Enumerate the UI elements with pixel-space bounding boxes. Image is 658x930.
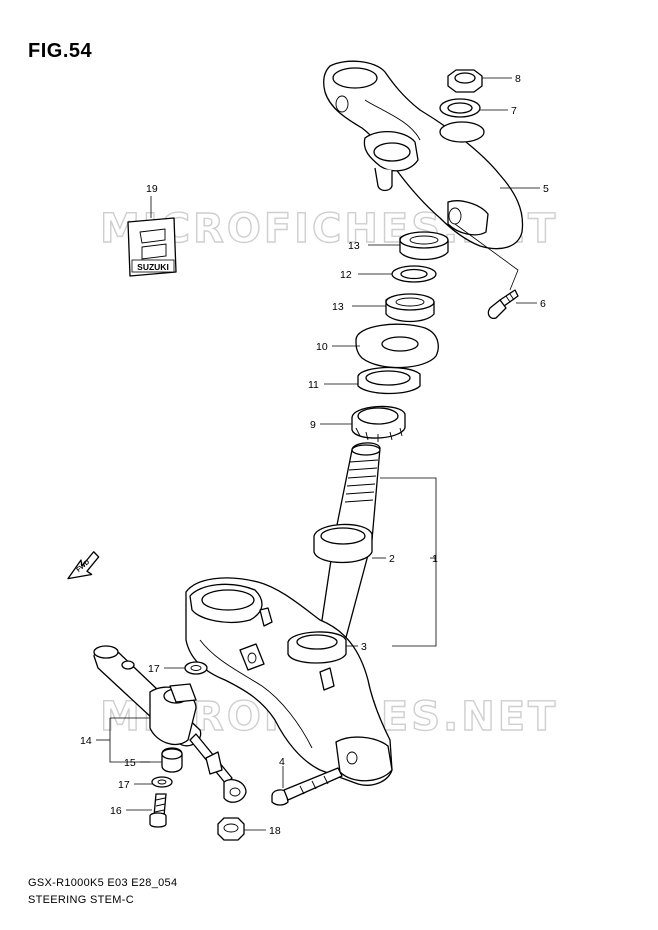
callout-9: 9	[310, 419, 316, 431]
bearing-race[interactable]	[357, 366, 421, 395]
footer-model-code: GSX-R1000K5 E03 E28_054	[28, 877, 178, 889]
lock-washer[interactable]	[391, 265, 437, 283]
footer-section-title: STEERING STEM-C	[28, 894, 134, 906]
emblem-brand-text: SUZUKI	[137, 262, 169, 272]
callout-5: 5	[543, 183, 549, 195]
damper-mounting-bolt[interactable]	[149, 793, 167, 828]
steering-damper[interactable]	[93, 645, 247, 803]
callout-3: 3	[361, 641, 367, 653]
steering-stem-lock-nut-lower[interactable]	[385, 293, 435, 323]
suzuki-emblem[interactable]: SUZUKI	[127, 217, 177, 277]
lower-bracket[interactable]	[185, 577, 393, 786]
callout-15: 15	[124, 757, 136, 769]
stem-top-washer[interactable]	[439, 98, 481, 118]
damper-washer-lower[interactable]	[151, 776, 173, 788]
callout-6: 6	[540, 298, 546, 310]
fwd-arrow-icon: FWD	[67, 551, 100, 580]
lower-bearing[interactable]	[287, 631, 347, 664]
callout-8: 8	[515, 73, 521, 85]
callout-2: 2	[389, 553, 395, 565]
callout-1: 1	[432, 553, 438, 565]
stem-top-nut[interactable]	[447, 69, 483, 93]
callout-13-lower: 13	[332, 301, 344, 313]
callout-16: 16	[110, 805, 122, 817]
callout-11: 11	[308, 379, 319, 391]
bracket-clamp-bolt[interactable]	[487, 289, 519, 320]
upper-bearing[interactable]	[351, 405, 406, 442]
figure-title: FIG.54	[28, 40, 93, 62]
callout-12: 12	[340, 269, 352, 281]
callout-14: 14	[80, 735, 92, 747]
lower-bracket-bolt[interactable]	[271, 767, 343, 806]
callout-18: 18	[269, 825, 281, 837]
callout-7: 7	[511, 105, 517, 117]
damper-washer-upper[interactable]	[184, 661, 208, 675]
callout-17-lower: 17	[118, 779, 130, 791]
dust-seal[interactable]	[355, 323, 439, 369]
damper-rod-nut[interactable]	[217, 817, 245, 841]
callout-4: 4	[279, 756, 285, 768]
steering-stem-lock-nut-upper[interactable]	[399, 231, 449, 261]
callout-13-upper: 13	[348, 240, 360, 252]
callout-19: 19	[146, 183, 158, 195]
damper-bushing[interactable]	[161, 747, 183, 773]
lower-dust-seal[interactable]	[313, 523, 373, 564]
callout-17-upper: 17	[148, 663, 160, 675]
callout-10: 10	[316, 341, 328, 353]
